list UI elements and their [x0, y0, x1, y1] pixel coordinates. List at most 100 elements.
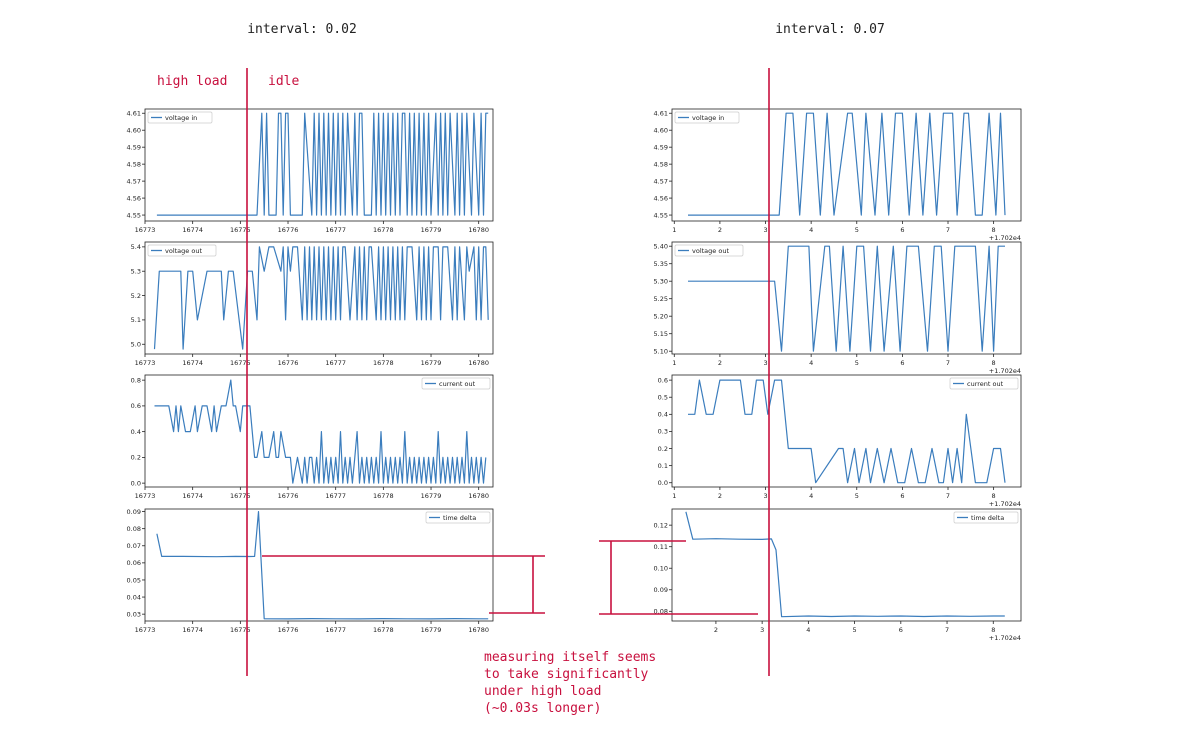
- note-line: to take significantly: [484, 667, 649, 682]
- y-tick-label: 0.04: [127, 593, 141, 601]
- right-voltage-out-series-line: [688, 245, 1005, 352]
- right-time-delta-legend: time delta: [953, 511, 1019, 524]
- left-current-out-legend: current out: [421, 377, 491, 390]
- note-line: measuring itself seems: [484, 650, 656, 665]
- legend-box: [674, 244, 744, 257]
- y-tick-label: 4.60: [654, 127, 668, 135]
- legend-box: [425, 511, 491, 524]
- legend-label: voltage in: [692, 114, 724, 122]
- x-tick-label: 5: [853, 626, 857, 634]
- x-tick-label: 16777: [325, 226, 346, 234]
- x-tick-label: 16775: [230, 359, 251, 367]
- x-tick-label: 16773: [135, 492, 156, 500]
- x-tick-label: 16779: [421, 492, 442, 500]
- x-tick-label: 6: [900, 492, 904, 500]
- y-tick-label: 0.6: [658, 376, 668, 384]
- y-tick-label: 5.20: [654, 313, 668, 321]
- y-tick-label: 0.09: [654, 586, 668, 594]
- left-time-delta-axes-frame: [144, 508, 494, 622]
- x-tick-label: 3: [763, 492, 767, 500]
- legend-label: voltage out: [165, 247, 202, 255]
- right-voltage-out-legend: voltage out: [674, 244, 744, 257]
- note-line: (~0.03s longer): [484, 701, 601, 716]
- x-tick-label: 16780: [468, 492, 489, 500]
- x-tick-label: 16776: [278, 492, 299, 500]
- y-tick-label: 0.05: [127, 576, 141, 584]
- y-tick-label: 5.30: [654, 278, 668, 286]
- x-tick-label: 4: [806, 626, 810, 634]
- x-tick-label: 8: [991, 626, 995, 634]
- legend-label: current out: [439, 380, 476, 388]
- x-tick-label: 7: [946, 226, 950, 234]
- x-tick-label: 16779: [421, 626, 442, 634]
- y-tick-label: 0.4: [658, 411, 668, 419]
- y-tick-label: 0.8: [131, 376, 141, 384]
- y-tick-label: 0.06: [127, 559, 141, 567]
- legend-label: voltage out: [692, 247, 729, 255]
- left-voltage-in-axes-frame: [144, 108, 494, 222]
- left-current-out-series-line: [154, 379, 487, 484]
- x-tick-label: 5: [855, 226, 859, 234]
- x-tick-label: 16777: [325, 359, 346, 367]
- right-time-delta-series-line: [685, 511, 1005, 618]
- x-tick-label: 1: [672, 226, 676, 234]
- x-offset-label: +1.702e4: [989, 500, 1021, 508]
- y-tick-label: 5.0: [131, 341, 141, 349]
- left-voltage-in-series-line: [156, 112, 489, 216]
- y-tick-label: 0.12: [654, 521, 668, 529]
- x-tick-label: 16776: [278, 626, 299, 634]
- y-tick-label: 5.10: [654, 348, 668, 356]
- left-time-delta-legend: time delta: [425, 511, 491, 524]
- x-tick-label: 6: [900, 359, 904, 367]
- left-voltage-out-legend: voltage out: [147, 244, 217, 257]
- legend-label: time delta: [443, 514, 476, 522]
- x-offset-label: +1.702e4: [989, 634, 1021, 642]
- right-interval-header: interval: 0.07: [775, 22, 885, 37]
- x-tick-label: 16773: [135, 359, 156, 367]
- left-voltage-out-series-line: [153, 246, 489, 350]
- y-tick-label: 0.08: [127, 525, 141, 533]
- legend-box: [147, 111, 213, 124]
- y-tick-label: 5.2: [131, 292, 141, 300]
- right-current-out-series-line: [688, 379, 1006, 484]
- legend-box: [949, 377, 1019, 390]
- x-tick-label: 16773: [135, 626, 156, 634]
- left-interval-header: interval: 0.02: [247, 22, 357, 37]
- x-tick-label: 2: [718, 359, 722, 367]
- x-tick-label: 5: [855, 492, 859, 500]
- x-tick-label: 16774: [182, 359, 203, 367]
- x-tick-label: 16779: [421, 359, 442, 367]
- x-tick-label: 8: [992, 359, 996, 367]
- y-tick-label: 5.35: [654, 260, 668, 268]
- y-tick-label: 4.57: [654, 177, 668, 185]
- y-tick-label: 0.10: [654, 565, 668, 573]
- y-tick-label: 0.03: [127, 610, 141, 618]
- left-voltage-in-legend: voltage in: [147, 111, 213, 124]
- y-tick-label: 4.58: [654, 160, 668, 168]
- right-voltage-in-axes-frame: [671, 108, 1022, 222]
- x-tick-label: 4: [809, 492, 813, 500]
- x-offset-label: +1.702e4: [989, 367, 1021, 375]
- x-tick-label: 16775: [230, 492, 251, 500]
- x-tick-label: 8: [992, 492, 996, 500]
- left-current-out-axes-frame: [144, 374, 494, 488]
- x-tick-label: 1: [672, 492, 676, 500]
- x-tick-label: 16776: [278, 226, 299, 234]
- x-tick-label: 2: [718, 492, 722, 500]
- y-tick-label: 5.1: [131, 316, 141, 324]
- y-tick-label: 4.56: [127, 194, 141, 202]
- x-tick-label: 16777: [325, 492, 346, 500]
- x-tick-label: 16774: [182, 492, 203, 500]
- y-tick-label: 0.1: [658, 462, 668, 470]
- x-tick-label: 16779: [421, 226, 442, 234]
- y-tick-label: 0.07: [127, 542, 141, 550]
- right-time-delta-axes-frame: [671, 508, 1022, 622]
- y-tick-label: 0.3: [658, 428, 668, 436]
- right-voltage-in-series-line: [688, 112, 1006, 216]
- left-voltage-out-axes-frame: [144, 241, 494, 355]
- x-tick-label: 16774: [182, 626, 203, 634]
